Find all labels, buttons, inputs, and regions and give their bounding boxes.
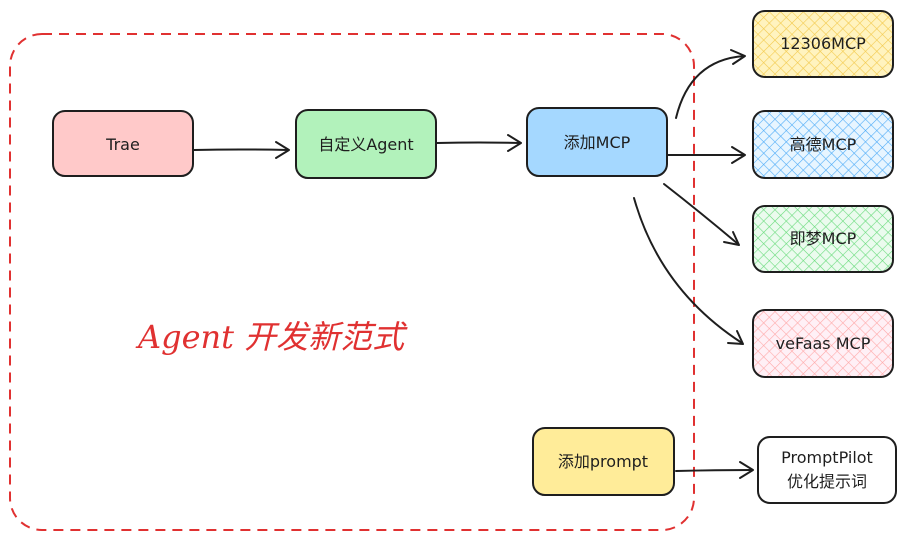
frame-title: Agent 开发新范式 (135, 318, 408, 356)
node-mcp-12306: 12306MCP (752, 10, 894, 78)
node-mcp-vefaas-hatch (752, 309, 894, 378)
node-trae-box (52, 110, 194, 177)
node-custom-agent: 自定义Agent (295, 109, 437, 179)
node-add-mcp-box (526, 107, 668, 177)
node-mcp-vefaas: veFaas MCP (752, 309, 894, 378)
arrow-prompt-to-pilot (675, 461, 754, 479)
node-add-prompt: 添加prompt (532, 427, 675, 496)
arrows (193, 49, 754, 479)
arrow-mcp-to-12306 (675, 49, 746, 119)
arrow-mcp-to-gaode (667, 146, 746, 164)
node-mcp-gaode-label: 高德MCP (790, 135, 857, 154)
arrow-mcp-to-jimeng (663, 183, 740, 246)
node-prompt-pilot-line2: 优化提示词 (787, 472, 867, 491)
node-prompt-pilot-line1: PromptPilot (781, 448, 873, 467)
node-mcp-gaode: 高德MCP (752, 110, 894, 179)
node-custom-agent-label: 自定义Agent (318, 135, 413, 154)
node-add-prompt-label: 添加prompt (558, 452, 648, 471)
node-prompt-pilot: PromptPilot 优化提示词 (757, 436, 897, 504)
node-prompt-pilot-box (757, 436, 897, 504)
node-mcp-jimeng-hatch (752, 205, 894, 273)
arrow-agent-to-mcp (436, 134, 522, 152)
node-mcp-gaode-hatch (752, 110, 894, 179)
agent-paradigm-frame (9, 33, 695, 531)
node-add-prompt-box (532, 427, 675, 496)
node-add-mcp-label: 添加MCP (564, 133, 631, 152)
node-add-mcp: 添加MCP (526, 107, 668, 177)
node-trae: Trae (52, 110, 194, 177)
arrow-trae-to-agent (193, 141, 290, 159)
node-custom-agent-box (295, 109, 437, 179)
node-mcp-vefaas-label: veFaas MCP (776, 334, 871, 353)
node-mcp-12306-label: 12306MCP (780, 34, 866, 53)
arrow-mcp-to-vefaas (633, 197, 744, 345)
node-trae-label: Trae (105, 135, 140, 154)
node-mcp-12306-hatch (752, 10, 894, 78)
node-mcp-jimeng-label: 即梦MCP (790, 229, 857, 248)
node-mcp-jimeng: 即梦MCP (752, 205, 894, 273)
